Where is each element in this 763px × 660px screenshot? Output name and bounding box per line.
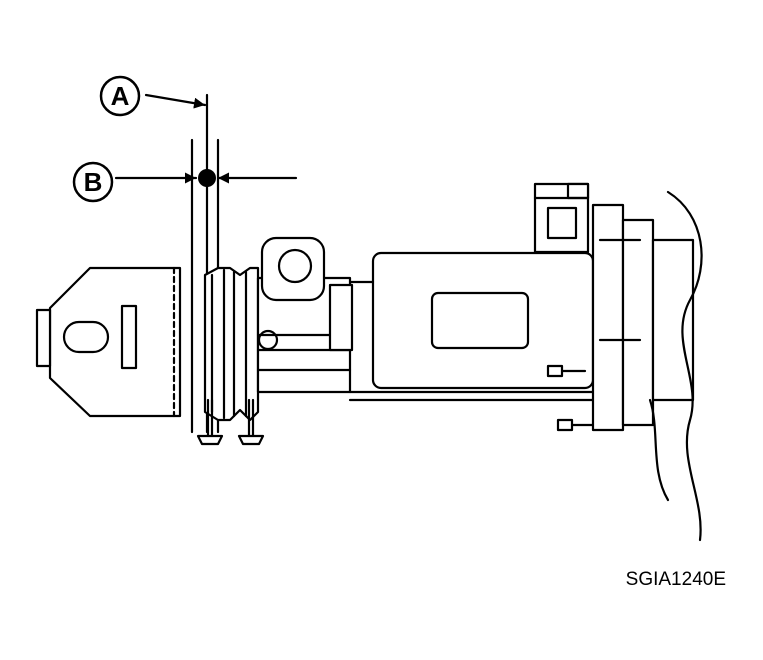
callout-b-label: B [84, 167, 103, 197]
side-boss [257, 329, 279, 351]
measurement-point [198, 169, 216, 187]
motor-label-plate [430, 291, 530, 350]
wing-screws [196, 398, 265, 446]
mounting-flange [591, 203, 695, 432]
motor-body [348, 251, 602, 402]
front-nozzle [35, 308, 52, 368]
upper-knob [277, 248, 313, 284]
callout-a-label: A [111, 81, 130, 111]
callout-a: A [99, 75, 141, 117]
terminals [546, 364, 602, 432]
rectangular-slot [120, 304, 138, 370]
connector-block [533, 182, 590, 254]
break-line [666, 190, 703, 542]
figure-code: SGIA1240E [626, 569, 726, 590]
callout-b: B [72, 161, 114, 203]
oval-port [62, 320, 110, 354]
leader-a [144, 93, 207, 109]
middle-body [256, 236, 354, 394]
front-housing [35, 266, 182, 418]
bellows [203, 266, 260, 422]
